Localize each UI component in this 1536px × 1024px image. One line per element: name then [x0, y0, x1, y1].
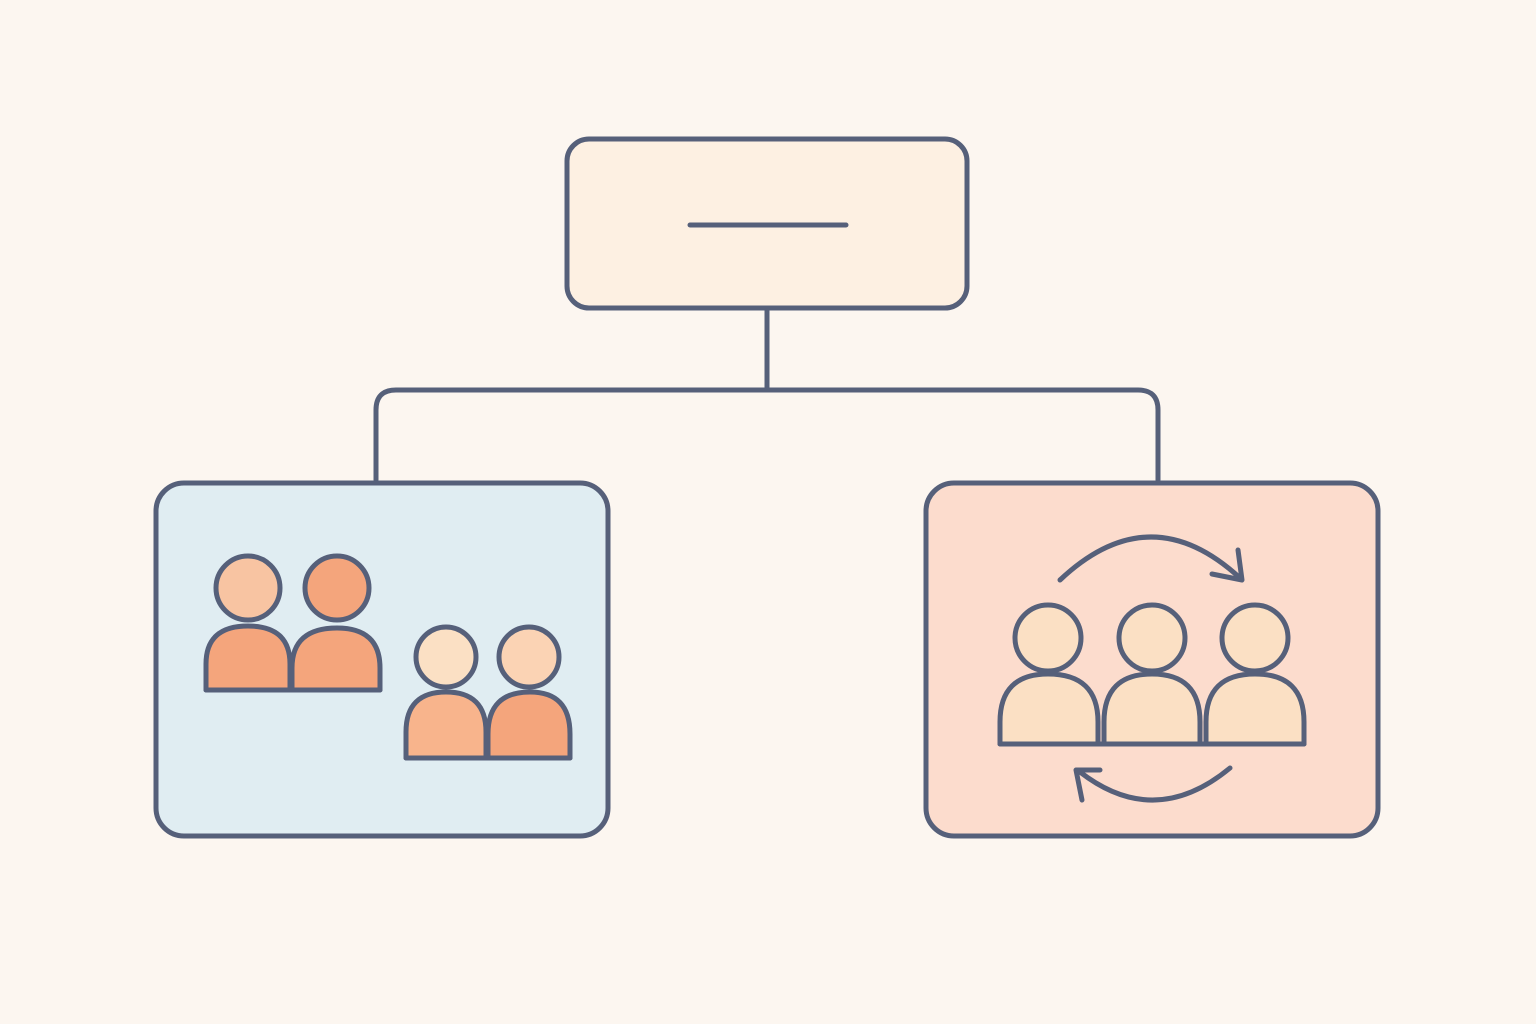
- rotating-team-icon: [997, 534, 1307, 803]
- cycle-arrow-top: [1057, 534, 1243, 583]
- person-head: [413, 624, 479, 690]
- cycle-arrow-bottom: [1077, 765, 1233, 803]
- person-head: [213, 553, 283, 623]
- person-head: [1116, 602, 1188, 674]
- root-node: [564, 136, 970, 311]
- person-body: [403, 689, 489, 761]
- person-group-upper: [203, 553, 383, 693]
- person-head: [302, 553, 372, 623]
- person-body: [203, 623, 293, 693]
- arrowhead-top: [1209, 547, 1245, 583]
- left-child-node: [153, 480, 611, 839]
- person-body: [1203, 671, 1307, 747]
- connector-branch: [373, 387, 1161, 483]
- person-head: [496, 624, 562, 690]
- person-body: [1101, 671, 1203, 747]
- two-pairs-of-people-icon: [203, 553, 573, 761]
- person-body: [997, 671, 1101, 747]
- arrowhead-bottom: [1073, 767, 1103, 803]
- team-people: [997, 602, 1307, 747]
- person-head: [1012, 602, 1084, 674]
- person-group-lower: [403, 624, 573, 761]
- person-body: [289, 625, 383, 693]
- connector-lines: [373, 305, 1161, 483]
- person-head: [1219, 602, 1291, 674]
- person-body: [485, 689, 573, 761]
- right-child-node: [923, 480, 1381, 839]
